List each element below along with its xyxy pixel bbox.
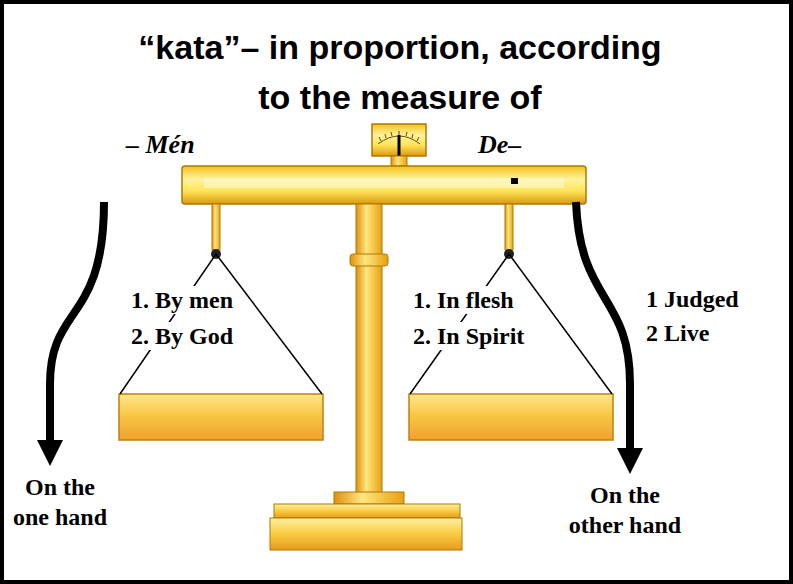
right-pan <box>409 394 613 440</box>
left-pan <box>119 394 323 440</box>
gauge-needle <box>398 135 401 156</box>
hanger-cords <box>410 254 612 394</box>
gauge <box>372 124 426 156</box>
beam <box>182 166 586 204</box>
pan-text: 2. In Spirit <box>410 322 527 350</box>
side-word: De– <box>478 130 521 160</box>
hanger-cords <box>120 254 322 394</box>
numbered-note: 2 Live <box>646 318 709 348</box>
side-caption: On the other hand <box>564 480 686 540</box>
side-word: – Mén <box>126 130 195 160</box>
numbered-note: 1 Judged <box>646 284 739 314</box>
curved-arrow <box>50 202 104 444</box>
hanger-node: 1. By men 2. By God <box>116 254 326 396</box>
pan-text: 2. By God <box>128 322 236 350</box>
curved-arrow <box>576 202 630 452</box>
title: “kata”– in proportion, according to the … <box>130 22 670 122</box>
hanger-rod <box>212 204 220 250</box>
side-caption: On the one hand <box>10 472 110 532</box>
arrow-head <box>37 440 63 466</box>
hanger-rod <box>505 204 513 250</box>
beam-rivet <box>511 178 518 184</box>
base <box>270 518 462 550</box>
beam-highlight <box>204 178 564 188</box>
hanger-node: 1. In flesh 2. In Spirit <box>406 254 616 396</box>
base-top <box>274 504 460 518</box>
gauge-stem <box>391 156 407 166</box>
pan-text: 1. By men <box>128 286 236 314</box>
arrow-head <box>617 448 643 474</box>
base-neck <box>334 492 404 504</box>
pillar-collar <box>350 254 388 266</box>
pan-text: 1. In flesh <box>410 286 517 314</box>
pillar <box>356 204 382 502</box>
